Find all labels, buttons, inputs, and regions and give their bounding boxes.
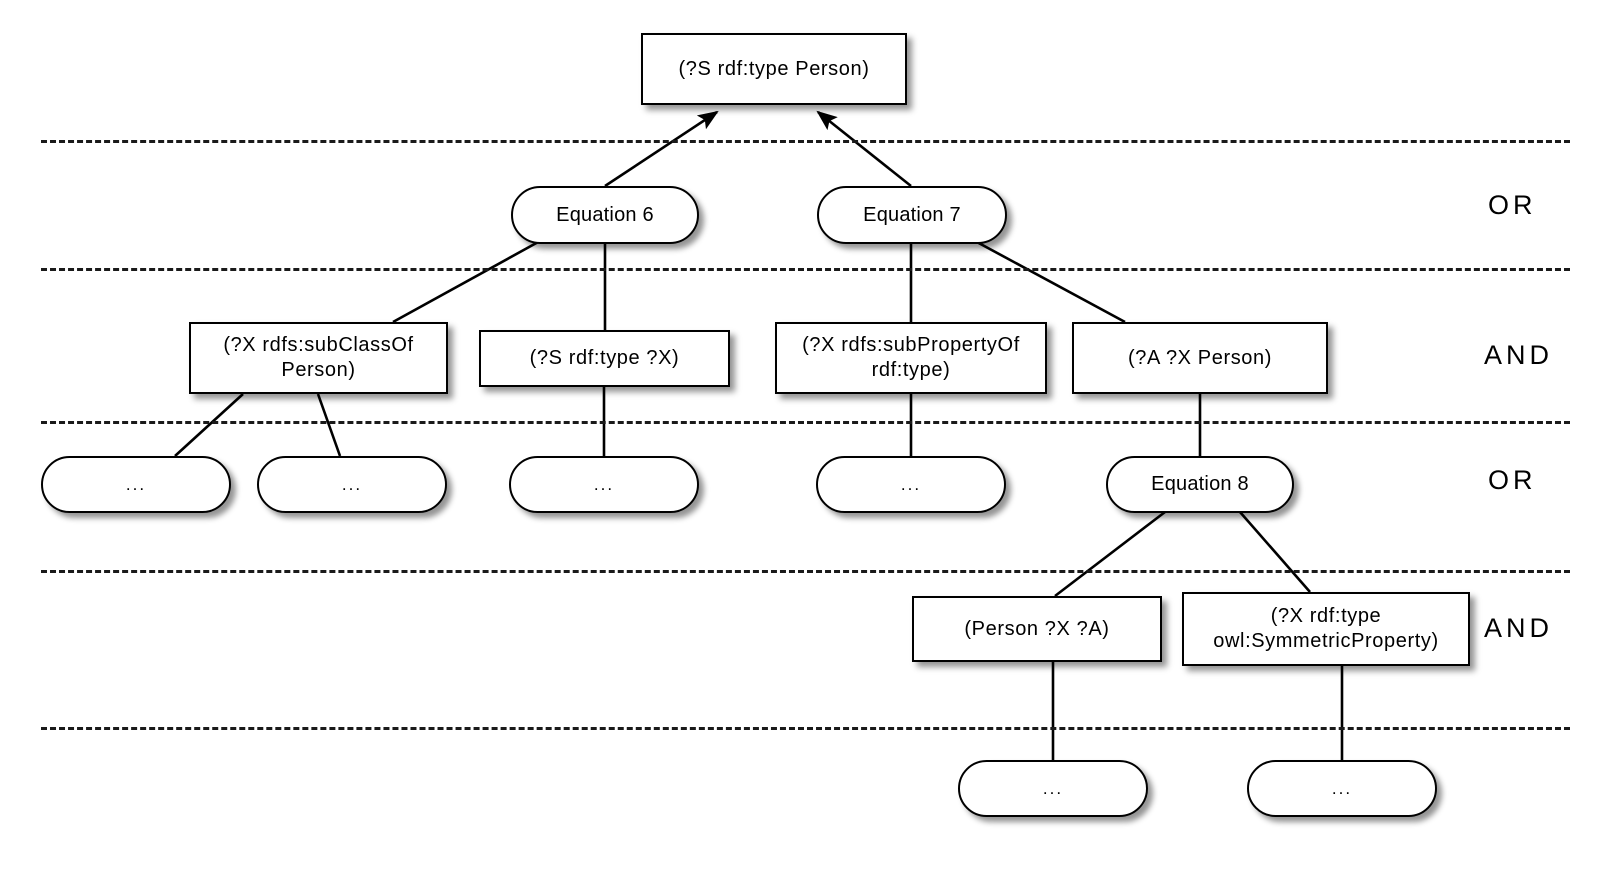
- node-typex[interactable]: (?S rdf:type ?X): [479, 330, 730, 387]
- layer-divider-4: [41, 570, 1570, 573]
- layer-label-and-4: AND: [1484, 613, 1554, 643]
- node-label: (?S rdf:type ?X): [529, 347, 680, 369]
- node-label: (?X rdfs:subPropertyOf rdf:type): [802, 334, 1020, 381]
- node-subclassof[interactable]: (?X rdfs:subClassOf Person): [189, 322, 448, 394]
- edge-subclassof-to-dots2: [316, 393, 342, 457]
- layer-label-or-3: OR: [1488, 465, 1537, 495]
- node-label: Equation 8: [1151, 473, 1249, 495]
- node-label: (?A ?X Person): [1127, 346, 1273, 369]
- node-dots5[interactable]: ...: [958, 760, 1148, 817]
- node-dots2[interactable]: ...: [257, 456, 447, 513]
- edge-eq8-to-personxa: [1054, 510, 1166, 598]
- node-eq8[interactable]: Equation 8: [1106, 456, 1294, 513]
- node-label: ...: [1331, 778, 1353, 798]
- edge-subclassof-to-dots1: [174, 393, 244, 457]
- node-dots1[interactable]: ...: [41, 456, 231, 513]
- node-label: ...: [900, 474, 922, 494]
- edge-eq7-to-axperson: [974, 239, 1126, 324]
- node-dots3[interactable]: ...: [509, 456, 699, 513]
- node-symprop[interactable]: (?X rdf:type owl:SymmetricProperty): [1182, 592, 1470, 666]
- node-label: (?X rdf:type owl:SymmetricProperty): [1213, 605, 1439, 652]
- node-axperson[interactable]: (?A ?X Person): [1072, 322, 1328, 394]
- layer-divider-3: [41, 421, 1570, 424]
- node-subpropof[interactable]: (?X rdfs:subPropertyOf rdf:type): [775, 322, 1047, 394]
- node-root[interactable]: (?S rdf:type Person): [641, 33, 907, 105]
- edge-eq7-to-root: [816, 110, 912, 188]
- layer-divider-1: [41, 140, 1570, 143]
- node-dots6[interactable]: ...: [1247, 760, 1437, 817]
- node-label: Equation 6: [556, 203, 654, 226]
- layer-label-or-1: OR: [1488, 190, 1537, 220]
- edge-eq6-to-subclassof: [392, 239, 541, 324]
- layer-divider-2: [41, 268, 1570, 271]
- node-eq7[interactable]: Equation 7: [817, 186, 1007, 244]
- layer-label-and-2: AND: [1484, 340, 1554, 370]
- layer-divider-5: [41, 727, 1570, 730]
- edge-eq6-to-root: [604, 110, 719, 188]
- node-label: ...: [341, 474, 363, 494]
- node-label: (?S rdf:type Person): [678, 57, 870, 80]
- node-label: (Person ?X ?A): [964, 617, 1110, 640]
- node-label: (?X rdfs:subClassOf Person): [223, 334, 414, 381]
- node-label: ...: [1042, 778, 1064, 798]
- node-label: Equation 7: [863, 203, 961, 226]
- node-label: ...: [593, 474, 615, 494]
- node-personxa[interactable]: (Person ?X ?A): [912, 596, 1162, 662]
- node-label: ...: [125, 474, 147, 494]
- node-dots4[interactable]: ...: [816, 456, 1006, 513]
- edge-group: [174, 110, 1344, 760]
- edge-eq8-to-symprop: [1239, 511, 1311, 593]
- node-eq6[interactable]: Equation 6: [511, 186, 699, 244]
